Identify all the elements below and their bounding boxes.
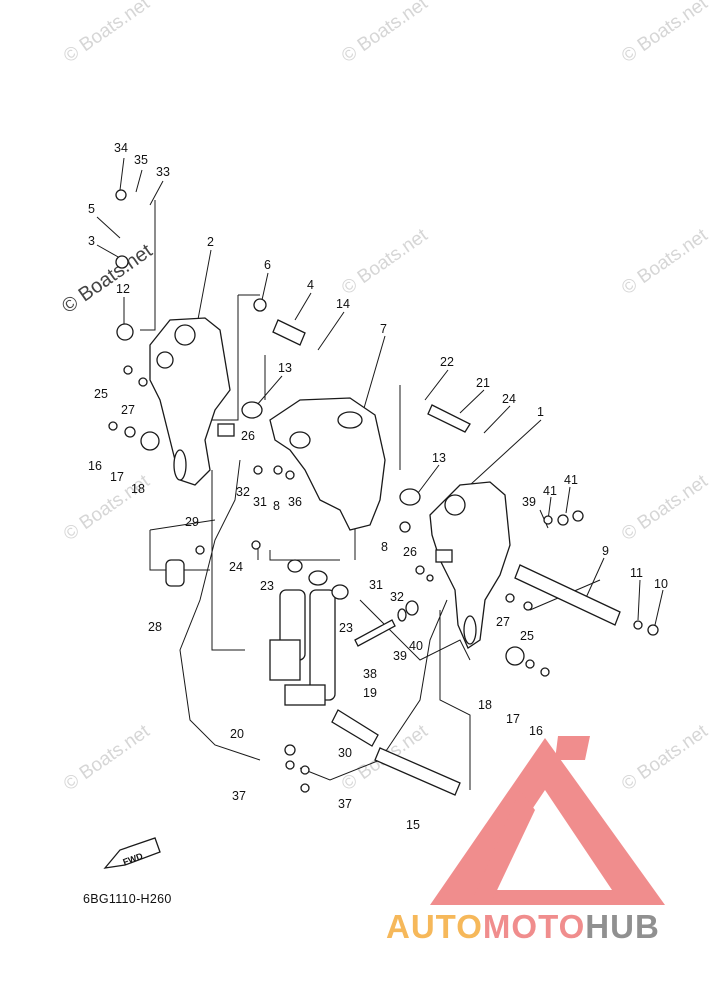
callout-label: 15	[406, 818, 420, 832]
callout-label: 3	[88, 234, 95, 248]
callout-label: 8	[381, 540, 388, 554]
callout-label: 24	[502, 392, 516, 406]
brand-wordmark: AUTOMOTOHUB	[386, 908, 660, 946]
callout-label: 6	[264, 258, 271, 272]
diagram-code: 6BG1110-H260	[83, 892, 172, 906]
callout-label: 2	[207, 235, 214, 249]
callout-label: 38	[363, 667, 377, 681]
callout-label: 20	[230, 727, 244, 741]
callout-label: 14	[336, 297, 350, 311]
callout-label: 41	[564, 473, 578, 487]
callout-label: 21	[476, 376, 490, 390]
callout-label: 41	[543, 484, 557, 498]
callout-label: 9	[602, 544, 609, 558]
callout-label: 23	[260, 579, 274, 593]
callout-label: 40	[409, 639, 423, 653]
callout-label: 36	[288, 495, 302, 509]
leader-lines	[96, 157, 664, 790]
parts	[103, 189, 659, 869]
callout-label: 32	[390, 590, 404, 604]
callout-label: 39	[522, 495, 536, 509]
callout-label: 34	[114, 141, 128, 155]
callout-label: 13	[278, 361, 292, 375]
callout-label: 11	[630, 566, 643, 580]
brand-part-moto: MOTO	[482, 908, 586, 945]
callout-label: 32	[236, 485, 250, 499]
callout-label: 33	[156, 165, 170, 179]
callout-label: 22	[440, 355, 454, 369]
callout-label: 5	[88, 202, 95, 216]
callout-label: 37	[232, 789, 246, 803]
callout-label: 29	[185, 515, 199, 529]
brand-part-hub: HUB	[585, 908, 660, 945]
callout-label: 4	[307, 278, 314, 292]
brand-part-auto: AUTO	[386, 908, 483, 945]
callout-label: 12	[116, 282, 130, 296]
callout-label: 16	[529, 724, 543, 738]
callout-label: 8	[273, 499, 280, 513]
callout-label: 7	[380, 322, 387, 336]
callout-label: 26	[241, 429, 255, 443]
callout-label: 17	[506, 712, 520, 726]
callout-label: 27	[496, 615, 510, 629]
callout-label: 18	[131, 482, 145, 496]
callout-label: 28	[148, 620, 162, 634]
callout-label: 13	[432, 451, 446, 465]
callout-label: 23	[339, 621, 353, 635]
callout-label: 25	[520, 629, 534, 643]
callout-label: 10	[654, 577, 668, 591]
callout-label: 37	[338, 797, 352, 811]
callout-label: 35	[134, 153, 148, 167]
callout-label: 26	[403, 545, 417, 559]
callout-label: 16	[88, 459, 102, 473]
callout-label: 24	[229, 560, 243, 574]
callout-label: 25	[94, 387, 108, 401]
callout-label: 31	[369, 578, 383, 592]
brand-logo-mark	[430, 736, 665, 905]
callout-label: 1	[537, 405, 544, 419]
callout-label: 19	[363, 686, 377, 700]
callout-label: 18	[478, 698, 492, 712]
callout-label: 39	[393, 649, 407, 663]
callout-label: 17	[110, 470, 124, 484]
callout-label: 30	[338, 746, 352, 760]
callout-label: 31	[253, 495, 267, 509]
callout-label: 27	[121, 403, 135, 417]
callout-labels: 34 35 33 5 3 2 6 4 14 12 7 22 21 24 25 1…	[88, 141, 668, 867]
